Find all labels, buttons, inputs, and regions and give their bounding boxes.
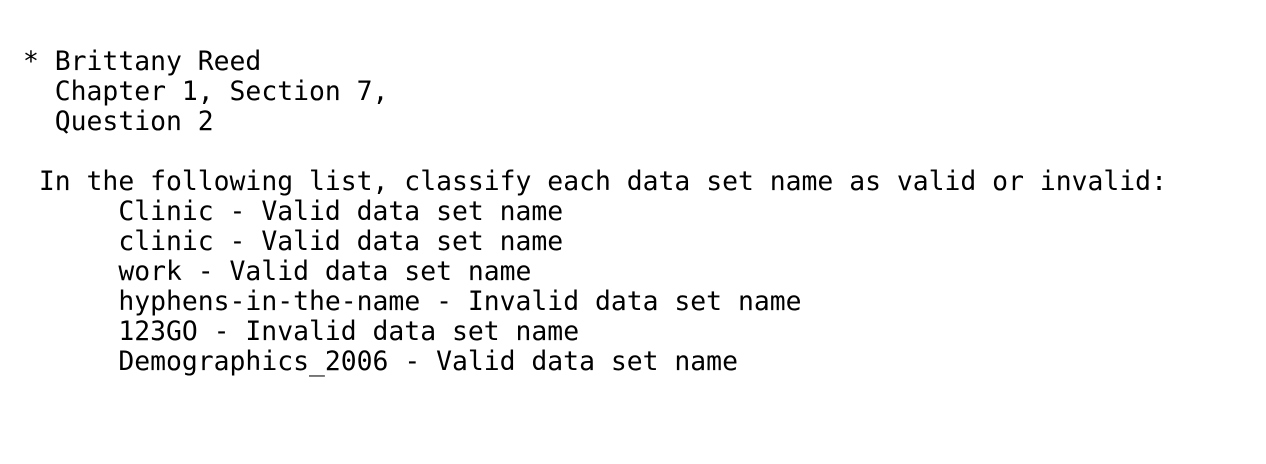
- classification-label: Invalid data set name: [245, 316, 580, 347]
- annotation-marker: *: [23, 46, 39, 77]
- classification-label: Valid data set name: [261, 226, 564, 257]
- classification-label: Valid data set name: [229, 256, 532, 287]
- dataset-name: work: [118, 256, 182, 287]
- classification-label: Valid data set name: [436, 346, 738, 377]
- dataset-name: hyphens-in-the-name: [118, 286, 421, 317]
- dataset-name: 123GO: [118, 316, 198, 347]
- separator: -: [404, 346, 421, 377]
- question-text: Question 2: [54, 106, 214, 137]
- dataset-name: clinic: [118, 226, 214, 257]
- separator: -: [436, 286, 452, 317]
- list-item: clinic - Valid data set name: [23, 227, 1266, 257]
- classification-label: Valid data set name: [261, 196, 564, 227]
- prompt-line: In the following list, classify each dat…: [23, 167, 1266, 197]
- annotation-header-line: * Brittany Reed: [23, 47, 1266, 77]
- chapter-section-text: Chapter 1, Section 7,: [54, 76, 389, 107]
- author-name: Brittany Reed: [54, 46, 262, 77]
- separator: -: [197, 256, 214, 287]
- question-line: Question 2: [23, 107, 1266, 137]
- separator: -: [229, 196, 246, 227]
- list-item: Clinic - Valid data set name: [23, 197, 1266, 227]
- classification-label: Invalid data set name: [467, 286, 802, 317]
- dataset-name: Clinic: [118, 196, 214, 227]
- blank-line: [23, 137, 1266, 167]
- dataset-name: Demographics_2006: [118, 346, 389, 377]
- chapter-section-line: Chapter 1, Section 7,: [23, 77, 1266, 107]
- separator: -: [213, 316, 230, 347]
- separator: -: [229, 226, 246, 257]
- list-item: work - Valid data set name: [23, 257, 1266, 287]
- list-item: Demographics_2006 - Valid data set name: [23, 347, 1266, 377]
- list-item: hyphens-in-the-name - Invalid data set n…: [23, 287, 1266, 317]
- list-item: 123GO - Invalid data set name: [23, 317, 1266, 347]
- prompt-text: In the following list, classify each dat…: [38, 166, 1167, 197]
